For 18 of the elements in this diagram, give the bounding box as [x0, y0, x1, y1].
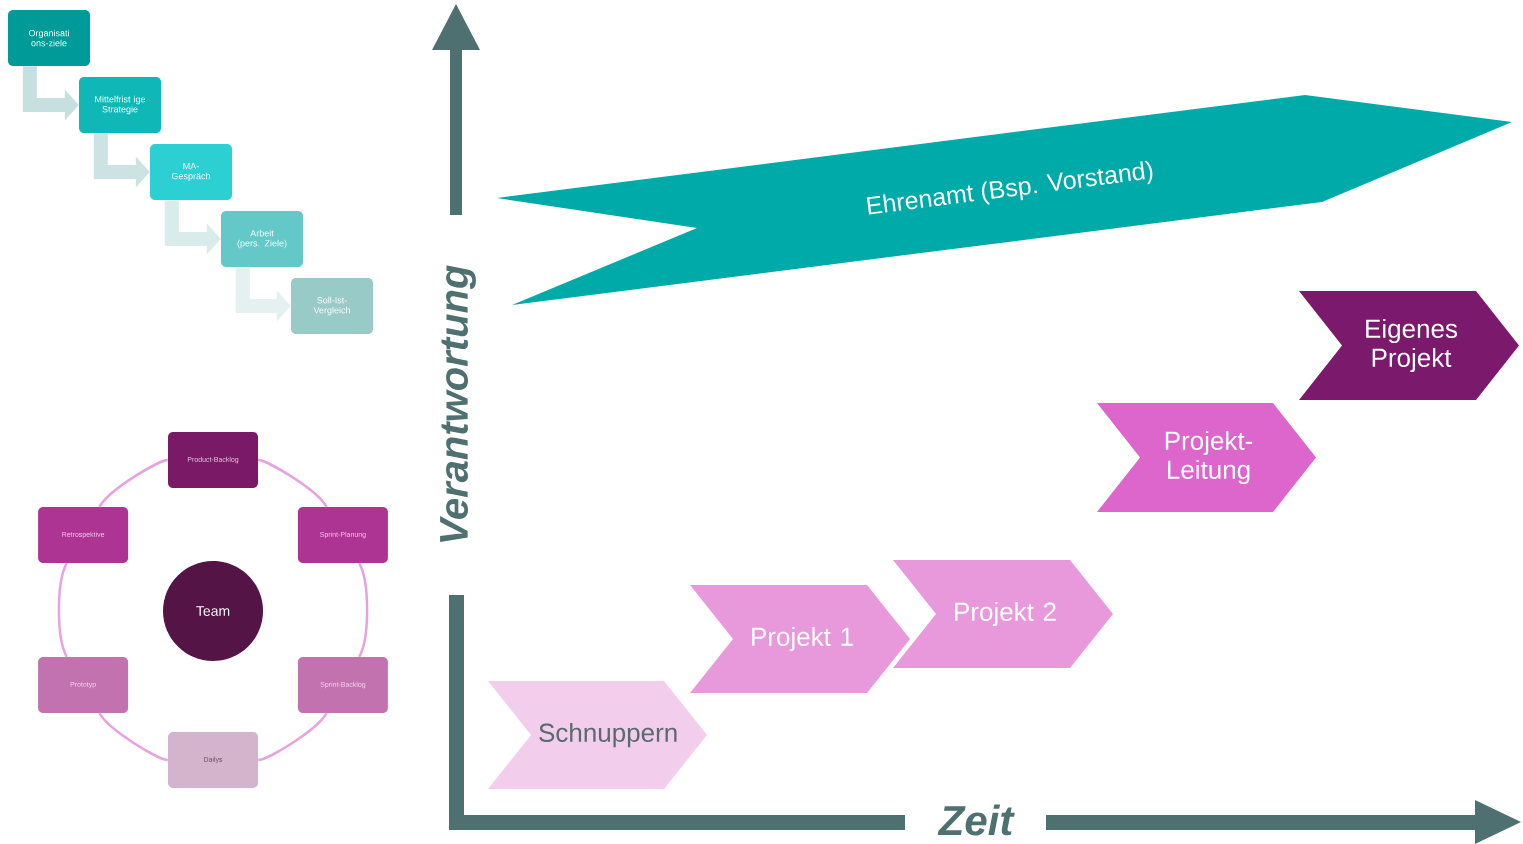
- ring-line: [358, 562, 369, 658]
- stage-banner: Projekt- Leitung: [1097, 403, 1316, 512]
- ring-line: [98, 458, 169, 508]
- stage-banner: Projekt 2: [893, 560, 1113, 668]
- stage-banner: Eigenes Projekt: [1299, 291, 1519, 400]
- stage-banner: Projekt 1: [690, 585, 910, 693]
- step-box: Arbeit (pers. Ziele): [221, 211, 303, 267]
- step-box: MA- Gespräch: [150, 144, 232, 200]
- axis-label: Verantwortung: [440, 265, 476, 543]
- step-box: Soll-Ist- Vergleich: [291, 278, 373, 334]
- step-box: Mittelfrist ige Strategie: [79, 77, 161, 133]
- ring-line: [98, 712, 169, 762]
- step-box: Organisati ons-ziele: [8, 10, 90, 66]
- stage-banner: Schnuppern: [488, 681, 707, 789]
- axis-label: Zeit: [937, 804, 1015, 836]
- ring-line: [257, 712, 328, 762]
- ring-line: [57, 562, 68, 658]
- ring-line: [257, 458, 328, 508]
